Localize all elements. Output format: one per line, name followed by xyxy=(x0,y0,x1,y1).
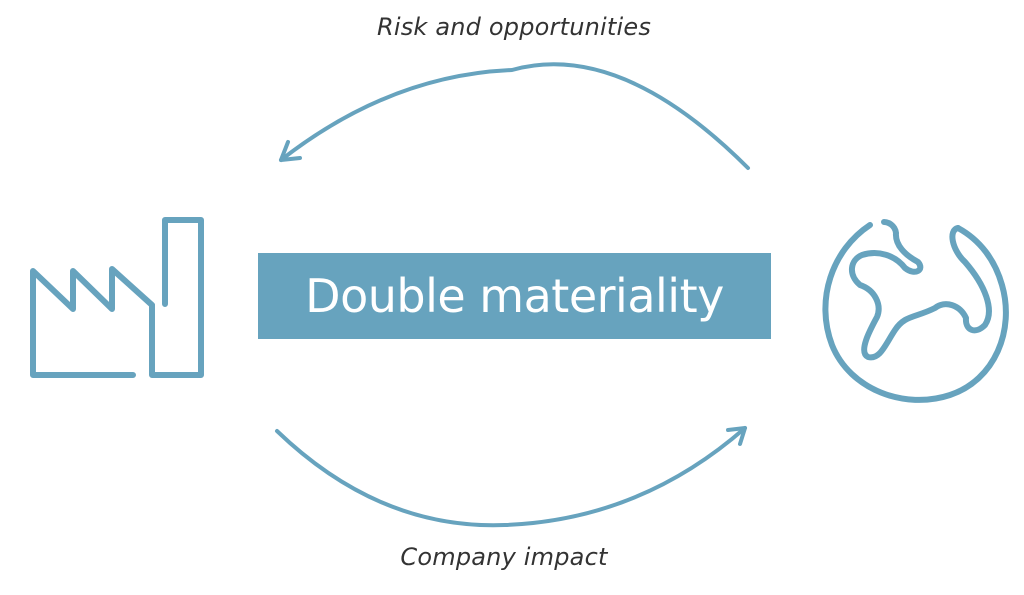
bottom-arrow-curve xyxy=(275,426,747,528)
top-arrow xyxy=(279,62,750,170)
bottom-arrow-label: Company impact xyxy=(400,543,608,571)
factory-icon xyxy=(30,217,204,378)
bottom-arrow xyxy=(275,426,747,528)
title-text: Double materiality xyxy=(305,269,724,323)
globe-icon xyxy=(822,219,1009,403)
bottom-arrowhead-icon xyxy=(726,426,747,446)
title-box: Double materiality xyxy=(258,253,771,339)
top-arrowhead-icon xyxy=(279,140,302,162)
top-arrow-curve xyxy=(279,62,750,170)
top-arrow-label: Risk and opportunities xyxy=(376,13,652,41)
